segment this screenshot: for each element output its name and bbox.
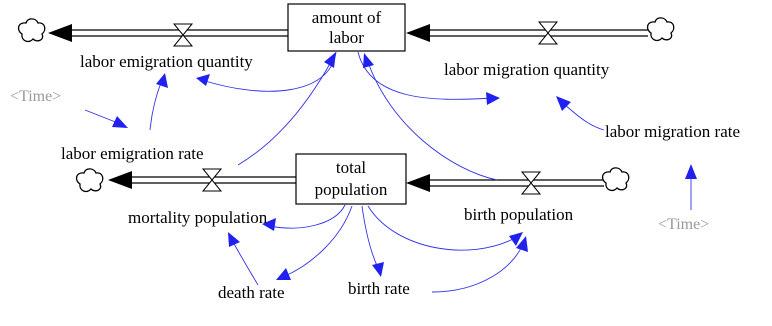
labor-emigration-pipe bbox=[48, 24, 288, 42]
link-population-to-death-rate bbox=[284, 205, 353, 277]
valve-labor-migration-icon bbox=[537, 21, 559, 45]
stock-amount-of-labor-line1: amount of bbox=[312, 8, 382, 27]
arrowhead-population-to-birth-population bbox=[509, 232, 523, 246]
link-population-to-birth-population bbox=[367, 205, 516, 251]
cloud-source-labor-migration-icon bbox=[646, 17, 675, 42]
arrowhead-population-to-mortality bbox=[262, 218, 276, 231]
arrowhead-death-rate-to-mortality bbox=[228, 232, 240, 247]
arrowhead-migration-rate bbox=[556, 96, 571, 111]
link-death-rate-to-mortality bbox=[231, 239, 259, 286]
arrowhead-population-to-birth-rate bbox=[372, 262, 384, 277]
flow-label-mortality-population[interactable]: mortality population bbox=[128, 208, 268, 227]
valve-mortality-icon bbox=[201, 168, 223, 192]
link-mortality-to-labor bbox=[237, 59, 333, 166]
arrowhead-emigration-quantity bbox=[196, 74, 210, 86]
stock-amount-of-labor[interactable]: amount of labor bbox=[287, 3, 406, 52]
arrowhead-time-left bbox=[112, 116, 128, 128]
flow-label-labor-emigration-quantity[interactable]: labor emigration quantity bbox=[80, 52, 253, 71]
arrowhead-population-to-death-rate bbox=[276, 268, 291, 280]
link-emigration-rate-to-quantity bbox=[149, 79, 163, 131]
arrowhead-time-right bbox=[685, 164, 697, 179]
arrowhead-mortality-to-labor bbox=[324, 52, 336, 68]
arrowhead-birth-to-labor bbox=[363, 53, 374, 68]
link-migration-rate-to-quantity bbox=[563, 103, 605, 131]
variable-birth-rate[interactable]: birth rate bbox=[348, 279, 410, 298]
link-birth-to-labor bbox=[367, 61, 498, 181]
cloud-sink-labor-emigration-icon bbox=[17, 18, 46, 43]
link-population-to-mortality bbox=[269, 204, 346, 229]
arrowhead-emigration-rate bbox=[156, 73, 168, 88]
arrowhead-birth-rate-to-birth-population bbox=[516, 236, 528, 252]
variable-labor-emigration-rate[interactable]: labor emigration rate bbox=[61, 144, 204, 163]
valve-labor-emigration-icon bbox=[172, 23, 194, 47]
birth-pipe bbox=[406, 174, 604, 192]
link-birth-rate-to-birth-population bbox=[431, 245, 523, 293]
stock-amount-of-labor-line2: labor bbox=[329, 28, 364, 47]
link-population-to-birth-rate bbox=[361, 205, 379, 269]
shadow-variable-time-right[interactable]: <Time> bbox=[658, 216, 709, 233]
variable-death-rate[interactable]: death rate bbox=[218, 283, 285, 302]
variable-labor-migration-rate[interactable]: labor migration rate bbox=[605, 122, 740, 141]
cloud-sink-mortality-icon bbox=[75, 168, 104, 193]
flow-label-labor-migration-quantity[interactable]: labor migration quantity bbox=[444, 60, 610, 79]
mortality-pipe bbox=[108, 171, 296, 189]
cloud-source-birth-icon bbox=[601, 167, 630, 192]
stock-total-population-line2: population bbox=[315, 180, 388, 199]
labor-migration-pipe bbox=[406, 24, 648, 42]
valve-birth-icon bbox=[520, 171, 542, 195]
stock-total-population-line1: total bbox=[336, 158, 366, 177]
flow-label-birth-population[interactable]: birth population bbox=[464, 205, 574, 224]
arrowhead-migration-quantity bbox=[486, 92, 500, 105]
shadow-variable-time-left[interactable]: <Time> bbox=[10, 88, 61, 105]
link-time-to-emigration-rate bbox=[84, 109, 119, 124]
stock-total-population[interactable]: total population bbox=[295, 153, 407, 205]
